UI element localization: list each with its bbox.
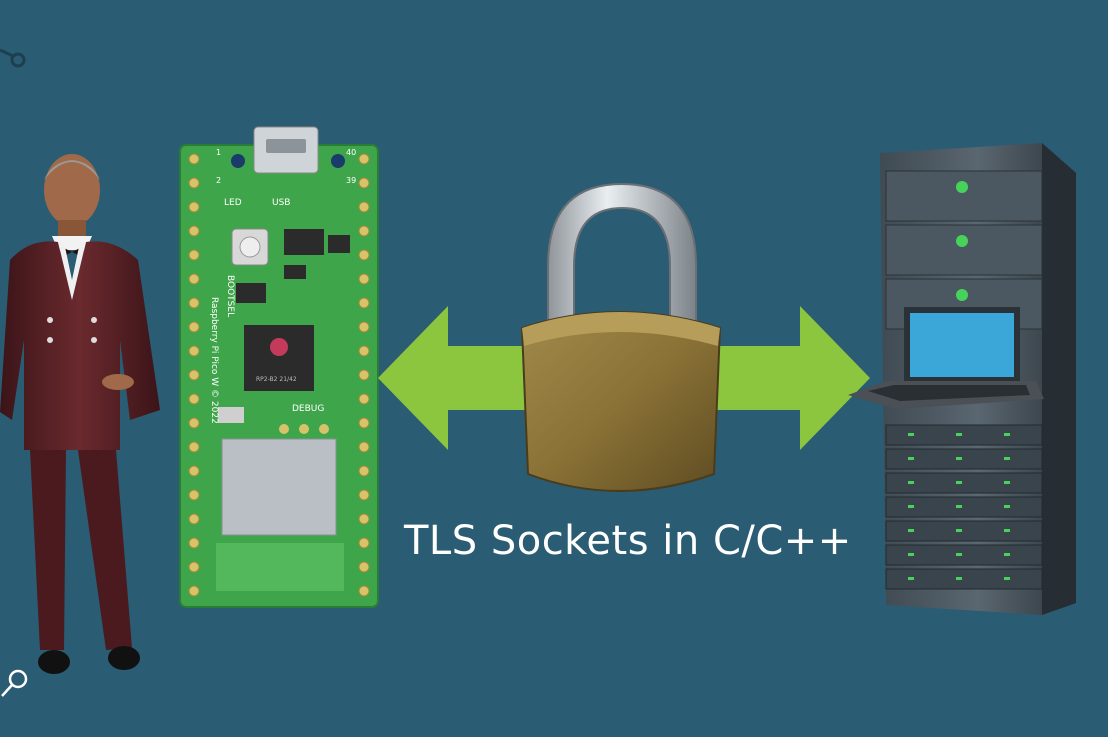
- board-led-label: LED: [224, 198, 242, 208]
- board-pin-40: 40: [346, 148, 356, 157]
- board-usb-label: USB: [272, 198, 290, 208]
- corner-decoration-icon: [0, 48, 26, 68]
- wifi-module: [221, 438, 337, 536]
- board-pin-1: 1: [216, 148, 221, 157]
- board-debug-label: DEBUG: [292, 404, 324, 414]
- presenter-avatar: [0, 154, 160, 674]
- rp2040-chip: [244, 325, 314, 391]
- board-chip-label: RP2-B2 21/42: [256, 376, 297, 383]
- board-pin-39: 39: [346, 176, 356, 185]
- board-bootsel-label: BOOTSEL: [225, 275, 235, 317]
- zoom-icon: [1, 669, 28, 697]
- slide-caption: TLS Sockets in C/C++: [404, 518, 852, 564]
- pico-w-board: LED USB 1 2 40 39 DEBUG RP2-B2 21/42 BOO…: [179, 126, 379, 608]
- board-pin-2: 2: [216, 176, 221, 185]
- padlock-icon: [520, 182, 722, 492]
- server-rack-icon: [848, 143, 1076, 615]
- board-side-label: Raspberry Pi Pico W © 2022: [209, 297, 219, 424]
